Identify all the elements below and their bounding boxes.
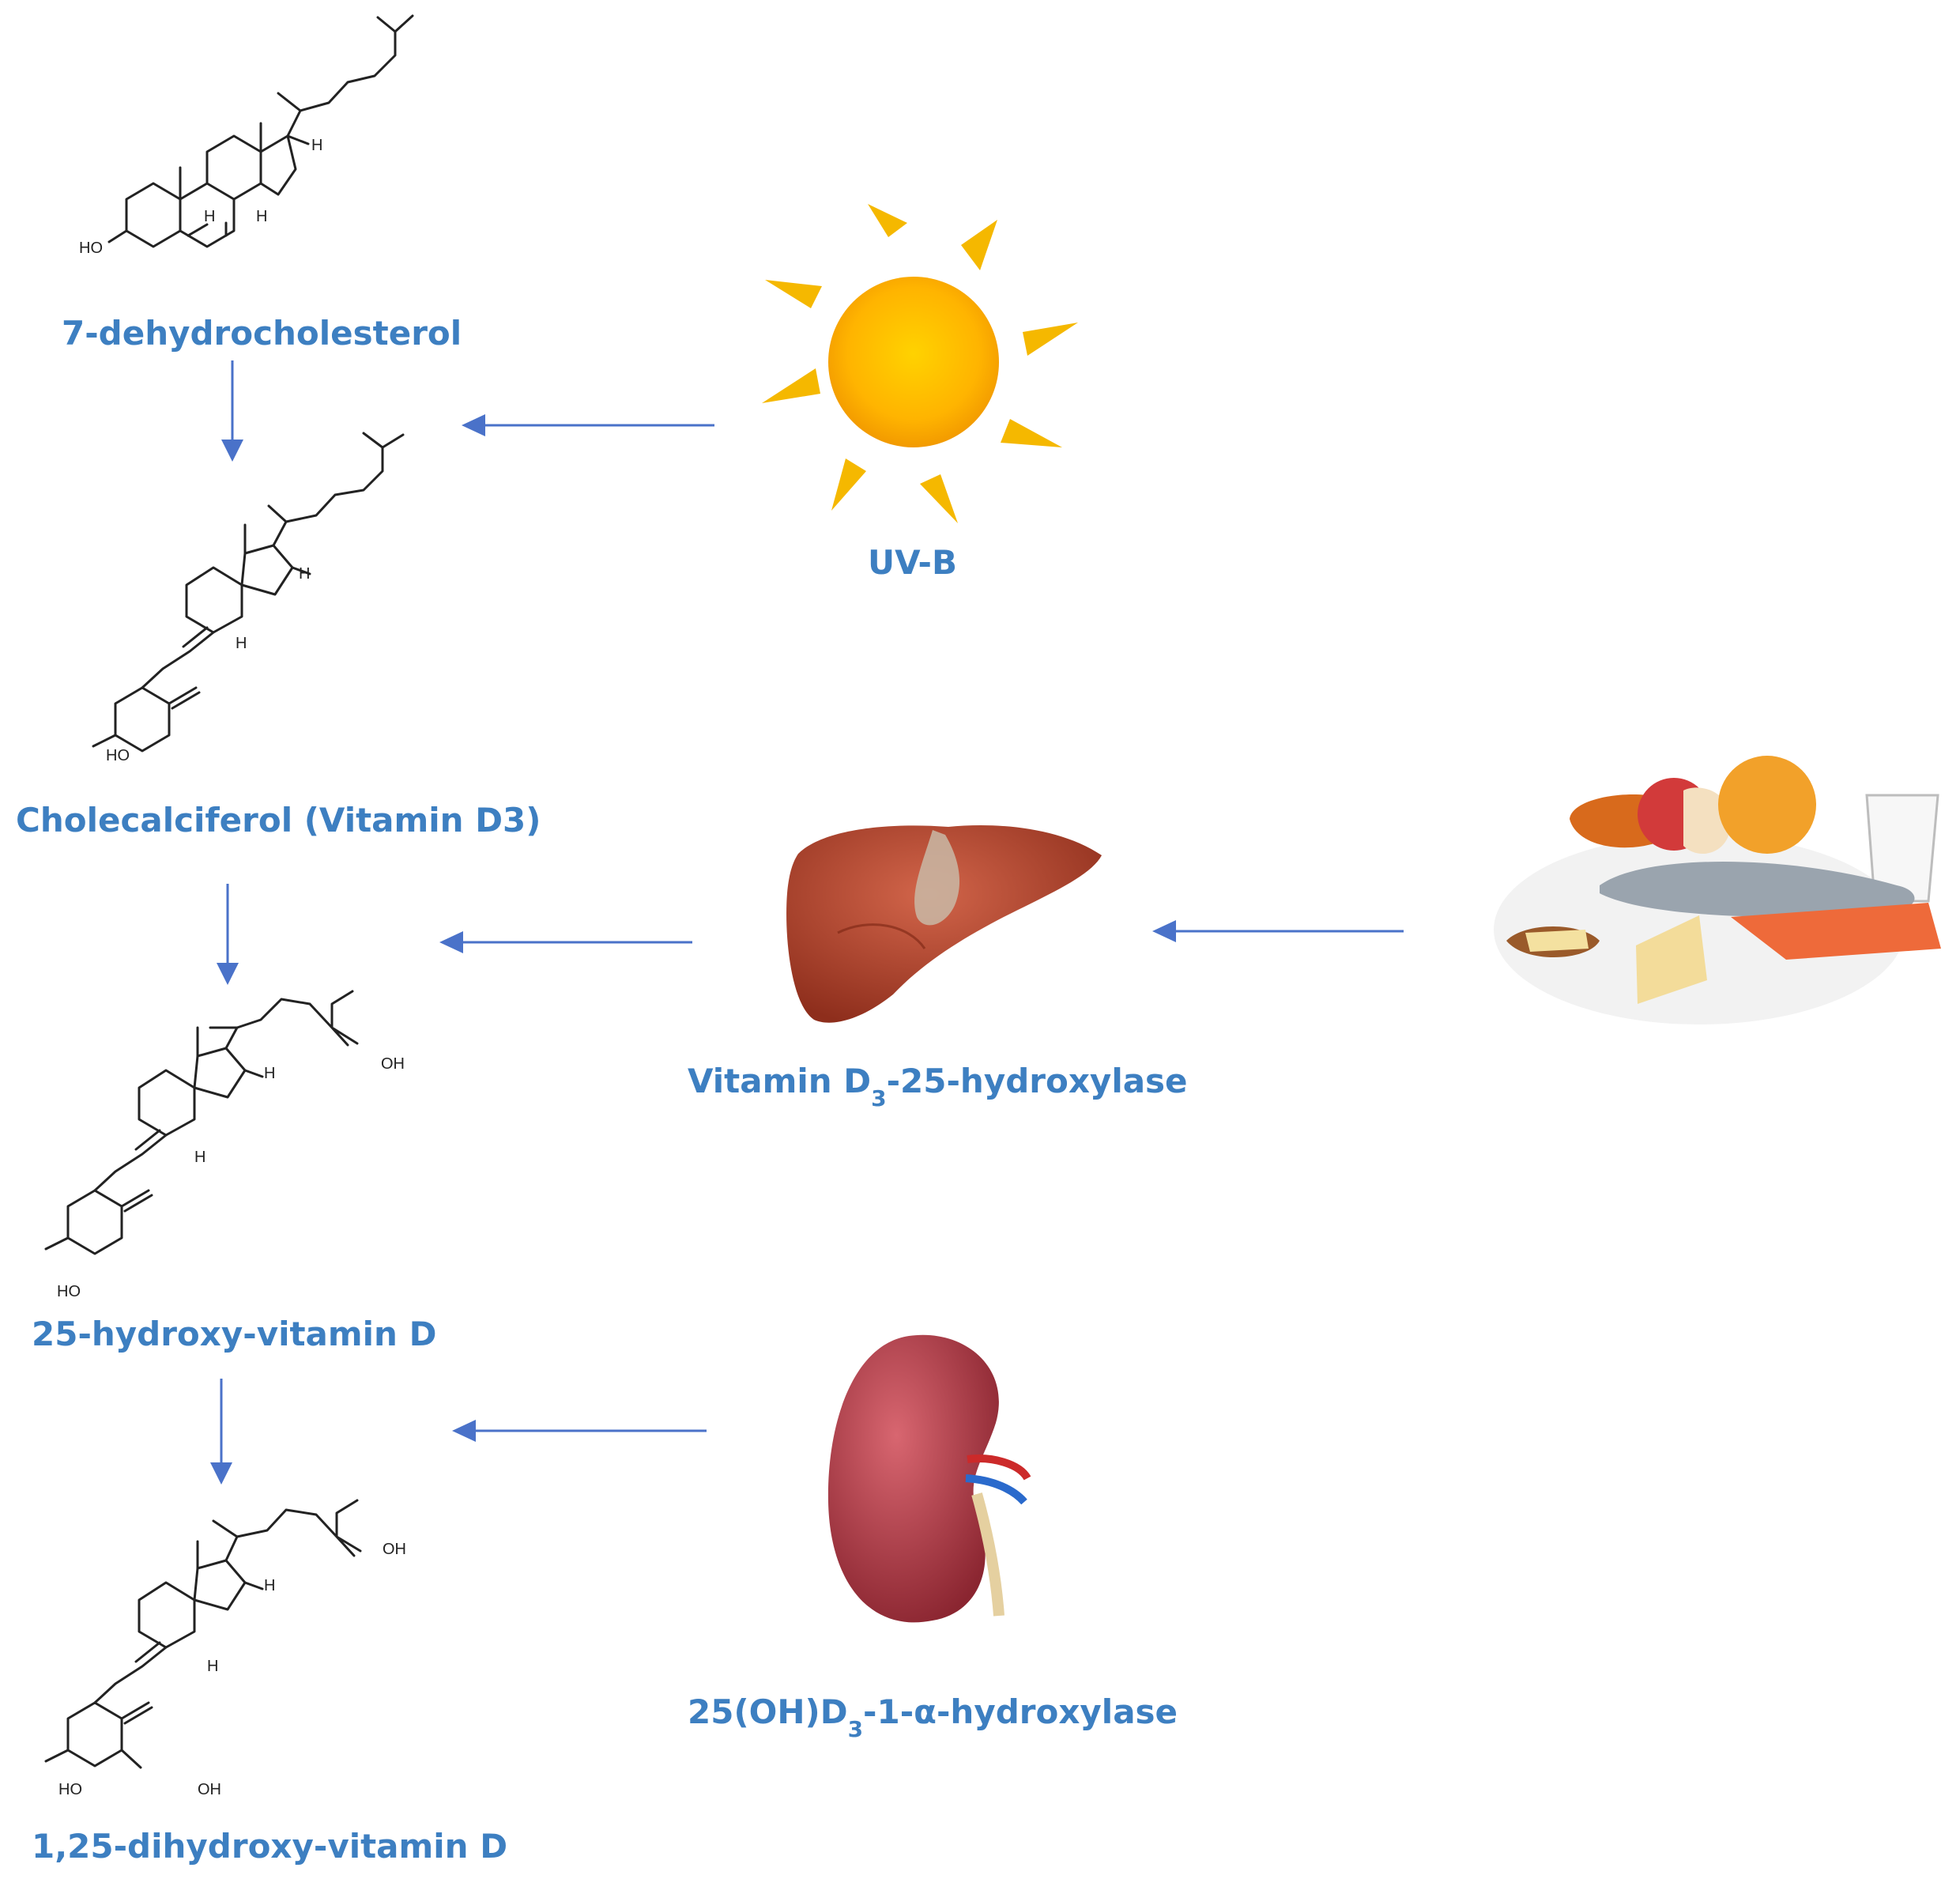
hydrogen-label: H (299, 565, 310, 583)
hydrogen-label: H (236, 635, 247, 652)
arrow-sun-to-cholecalciferol (462, 414, 714, 436)
arrow-liver-to-25-hydroxy (439, 931, 692, 953)
hydroxyl-label: HO (58, 1781, 82, 1798)
arrow-kidney-to-1-25-dihydroxy (452, 1420, 707, 1442)
hydrogen-label: H (207, 1658, 218, 1675)
source-label-kidney-enzyme: 25(OH)D3-1-α-hydroxylase (688, 1692, 1178, 1742)
sun-icon (762, 204, 1078, 523)
compound-label-1-25-dihydroxy-vitamin-d: 1,25-dihydroxy-vitamin D (32, 1827, 507, 1866)
hydrogen-label: H (256, 208, 267, 225)
kidney-icon (827, 1334, 1031, 1623)
hydroxyl-label: HO (106, 747, 130, 764)
hydrogen-label: H (264, 1577, 275, 1594)
food-icon (1494, 756, 1941, 1024)
molecule-25-hydroxy-vitamin-d: HO OH H H (44, 990, 405, 1300)
compound-label-cholecalciferol: Cholecalciferol (Vitamin D3) (16, 801, 541, 840)
liver-icon (786, 824, 1102, 1023)
arrow-down-2 (217, 884, 239, 985)
source-label-liver-enzyme: Vitamin D3-25-hydroxylase (688, 1062, 1188, 1111)
hydrogen-label: H (311, 137, 322, 154)
compound-label-7-dehydrocholesterol: 7-dehydrocholesterol (62, 314, 462, 353)
compound-label-25-hydroxy-vitamin-d: 25-hydroxy-vitamin D (32, 1315, 436, 1353)
hydroxyl-right-label: OH (198, 1781, 221, 1798)
source-label-uv-b: UV-B (868, 543, 957, 582)
hydrogen-label: H (264, 1065, 275, 1082)
hydrogen-label: H (194, 1149, 205, 1166)
hydrogen-label: H (204, 208, 215, 225)
arrow-down-1 (221, 360, 243, 462)
hydroxyl-label: HO (79, 240, 103, 257)
arrow-down-3 (210, 1379, 232, 1485)
molecule-1-25-dihydroxy-vitamin-d: HO OH OH H H (44, 1499, 406, 1798)
arrow-food-to-liver (1152, 920, 1404, 942)
molecule-7-dehydrocholesterol: HO H H H (79, 14, 414, 257)
hydroxyl-label: HO (57, 1283, 81, 1300)
hydroxyl-right-label: OH (381, 1055, 405, 1073)
hydroxyl-right-label: OH (383, 1541, 406, 1558)
molecule-cholecalciferol: HO H H (92, 432, 405, 764)
